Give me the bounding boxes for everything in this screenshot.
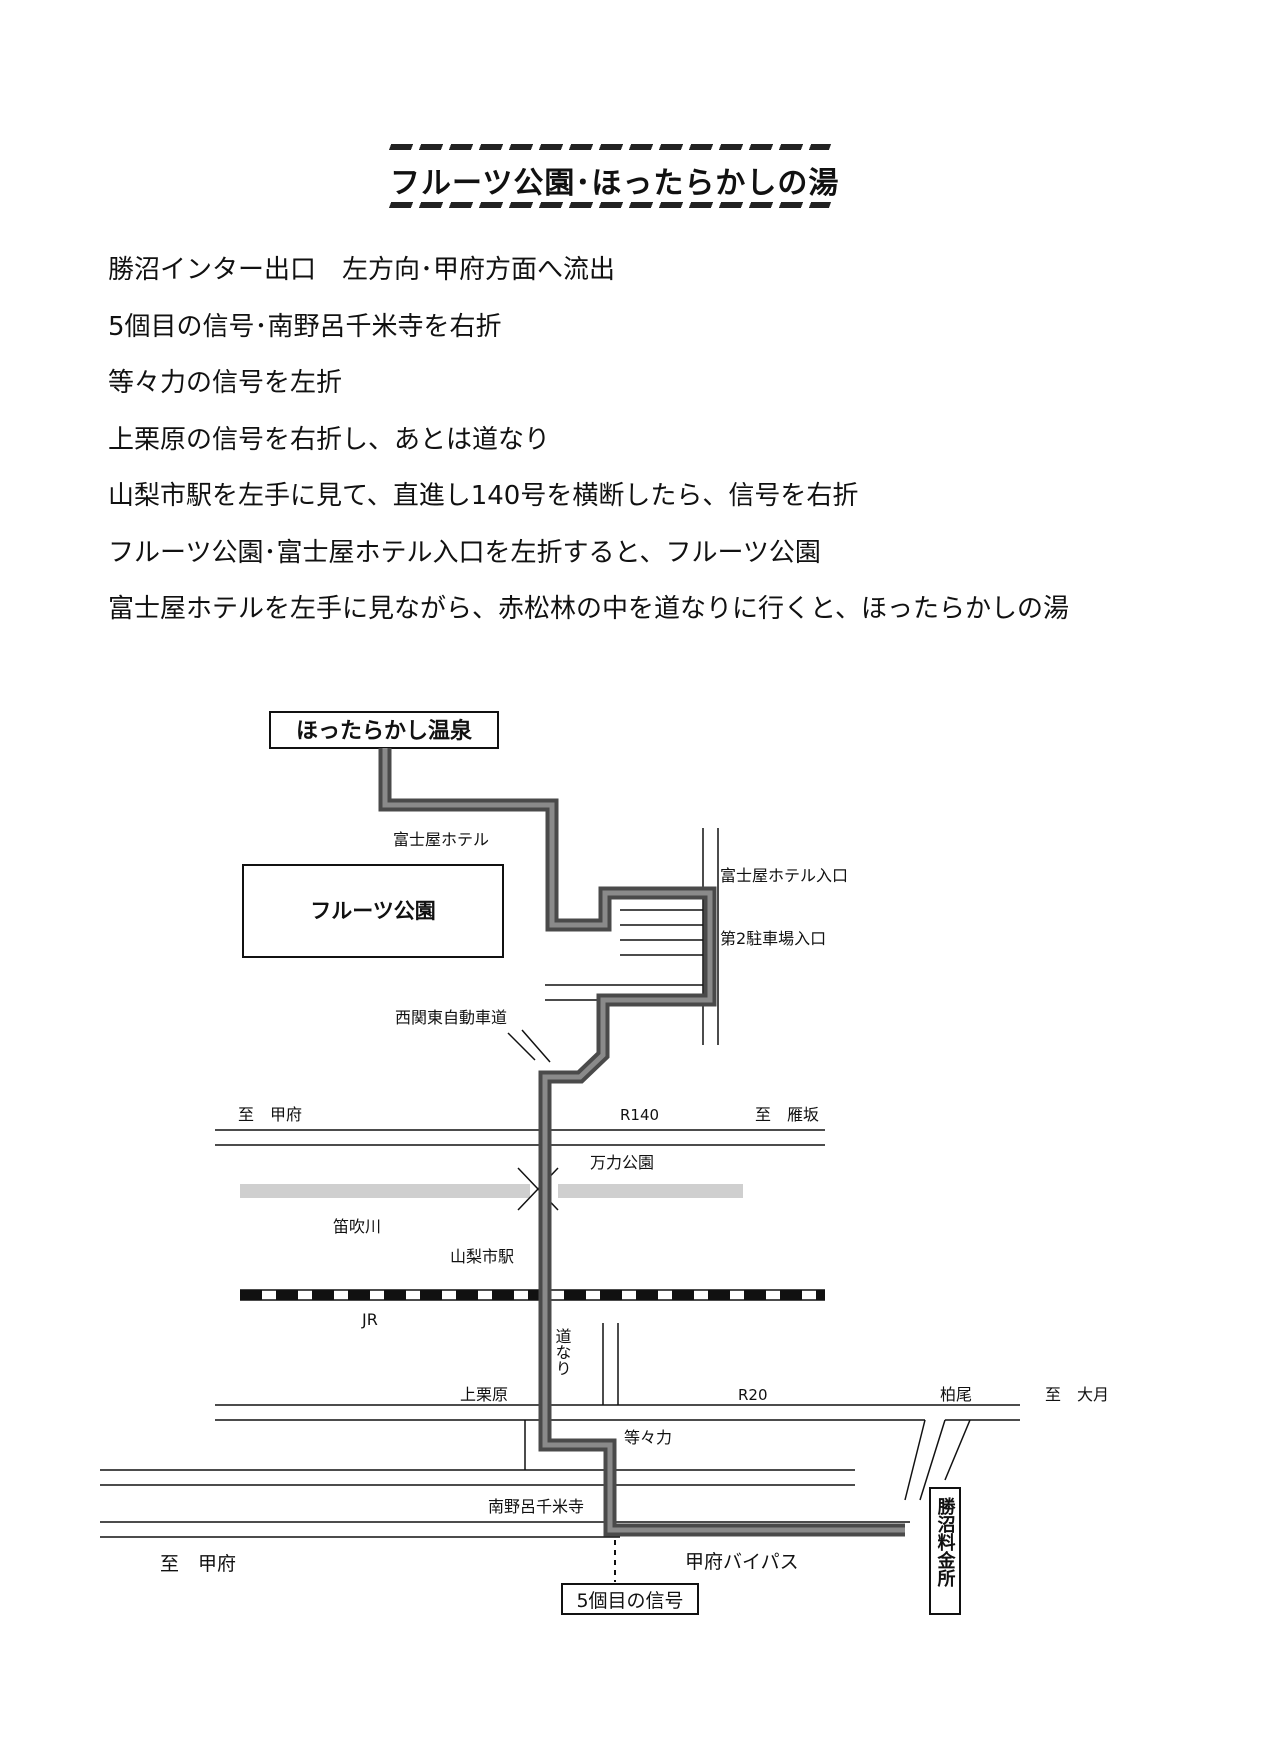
- r20-label: R20: [738, 1386, 768, 1404]
- onsen-box: [269, 711, 499, 749]
- river-band: [240, 1184, 530, 1198]
- direction-step: 等々力の信号を左折: [108, 368, 343, 398]
- route-path-core: [382, 748, 905, 1533]
- fifth-signal-box: [561, 1583, 699, 1615]
- ramp-line: [919, 1419, 946, 1501]
- kashio-label: 柏尾: [940, 1385, 972, 1404]
- fuefuki-river-label: 笛吹川: [333, 1217, 381, 1236]
- todoroki-label: 等々力: [624, 1428, 672, 1447]
- fifth-signal-label: 5個目の信号: [576, 1590, 683, 1612]
- direction-step: フルーツ公園･富士屋ホテル入口を左折すると、フルーツ公園: [108, 537, 821, 568]
- direction-step: 上栗原の信号を右折し、あとは道なり: [108, 424, 551, 455]
- nishikanto-label: 西関東自動車道: [395, 1008, 507, 1027]
- title-block: フルーツ公園･ほったらかしの湯: [388, 140, 840, 212]
- onsen-label: ほったらかし温泉: [296, 718, 473, 744]
- tollgate-label: 勝沼料金所: [935, 1496, 957, 1588]
- to-otsuki-label: 至 大月: [1045, 1385, 1109, 1404]
- page-title: フルーツ公園･ほったらかしの湯: [390, 166, 840, 201]
- to-kofu-bypass-label: 至 甲府: [160, 1553, 236, 1575]
- r140-label: R140: [620, 1106, 659, 1124]
- manriki-park-label: 万力公園: [590, 1153, 654, 1172]
- ramp-line: [904, 1419, 926, 1501]
- minaminoro-label: 南野呂千米寺: [488, 1497, 584, 1516]
- jr-label: JR: [361, 1310, 378, 1329]
- tollgate-box: [929, 1487, 961, 1615]
- parking2-label: 第2駐車場入口: [720, 929, 826, 948]
- to-kofu-r140-label: 至 甲府: [238, 1105, 302, 1124]
- direction-step: 富士屋ホテルを左手に見ながら、赤松林の中を道なりに行くと、ほったらかしの湯: [108, 594, 1069, 624]
- michinari-label: 道なり: [553, 1328, 572, 1376]
- fujiya-hotel-label: 富士屋ホテル: [393, 830, 489, 849]
- fruit-park-label: フルーツ公園: [310, 899, 436, 923]
- to-karisaka-label: 至 雁坂: [755, 1105, 819, 1124]
- bypass-label: 甲府バイパス: [685, 1551, 799, 1573]
- kamikurihara-label: 上栗原: [460, 1385, 508, 1404]
- direction-step: 5個目の信号･南野呂千米寺を右折: [108, 311, 502, 342]
- expressway-line: [521, 1029, 551, 1063]
- directions-list: 勝沼インター出口 左方向･甲府方面へ流出 5個目の信号･南野呂千米寺を右折 等々…: [108, 250, 1069, 646]
- river-band: [558, 1184, 743, 1198]
- direction-step: 山梨市駅を左手に見て、直進し140号を横断したら、信号を右折: [108, 481, 859, 511]
- direction-step: 勝沼インター出口 左方向･甲府方面へ流出: [108, 255, 616, 285]
- ramp-line: [944, 1419, 971, 1481]
- station-label: 山梨市駅: [450, 1247, 514, 1266]
- expressway-line: [507, 1032, 536, 1061]
- fujiya-entrance-label: 富士屋ホテル入口: [720, 866, 848, 885]
- fruit-park-box: [242, 864, 504, 958]
